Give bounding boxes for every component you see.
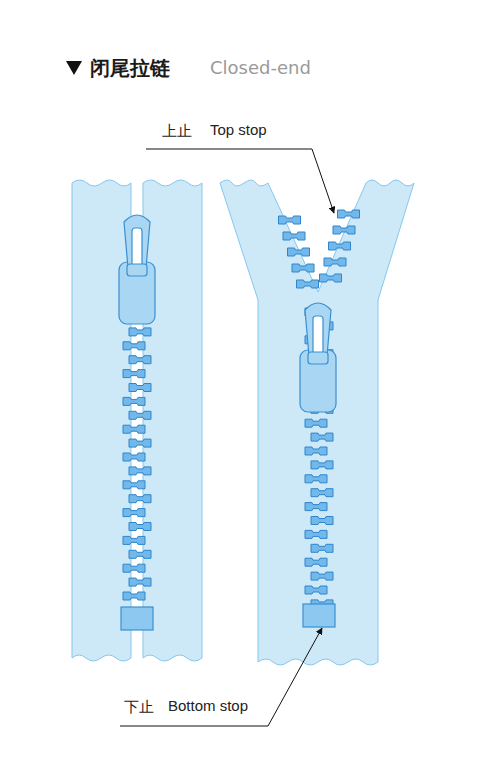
part-name: 下止 (122, 698, 156, 717)
zipper-tape (143, 180, 202, 661)
title-triangle (66, 61, 82, 75)
zipper-teeth (123, 210, 360, 608)
bottom-stop (121, 607, 153, 630)
zipper-tape (220, 180, 414, 665)
zipper-tape (72, 180, 131, 661)
bottom-stop (303, 604, 335, 627)
zipper-slider (300, 303, 336, 412)
zipper-slider (119, 215, 155, 324)
leader-line (120, 628, 322, 726)
title: 闭尾拉链 (88, 55, 172, 82)
part-name: 上止 (160, 122, 194, 141)
leader-line (146, 149, 334, 213)
part-name: Top stop (208, 121, 269, 138)
title-english: Closed-end (208, 57, 313, 78)
part-name: Bottom stop (166, 697, 250, 714)
